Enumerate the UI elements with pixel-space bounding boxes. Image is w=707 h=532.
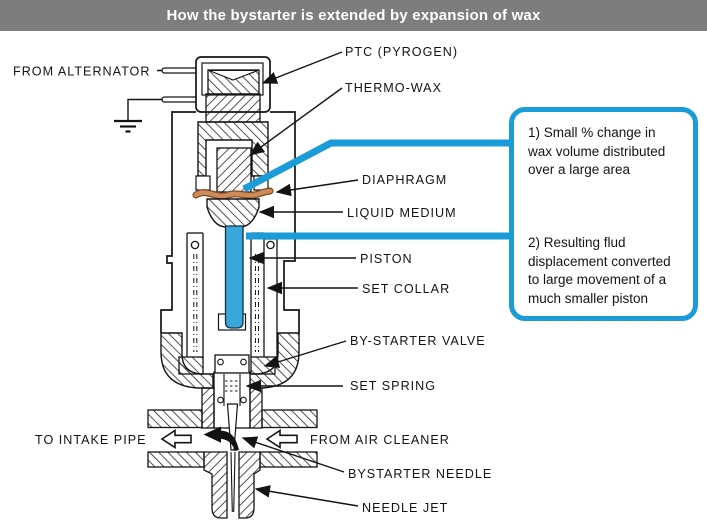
label-bystarter-needle: BYSTARTER NEEDLE [348, 467, 492, 481]
label-to-intake-pipe: TO INTAKE PIPE [35, 433, 147, 447]
ground-wire [127, 98, 162, 120]
label-needle-jet: NEEDLE JET [362, 501, 448, 515]
stem-guide-left [201, 387, 215, 429]
piston [224, 225, 244, 329]
device-body [114, 56, 318, 519]
stem-guide-right [249, 387, 263, 429]
note1-line: over a large area [528, 162, 631, 178]
label-liquid-medium: LIQUID MEDIUM [347, 206, 457, 220]
callout-box: 1) Small % change in wax volume distribu… [509, 107, 698, 321]
label-piston: PISTON [360, 252, 413, 266]
leader-ptc [261, 51, 343, 84]
wax-neck-block [205, 93, 261, 123]
title-bar: How the bystarter is extended by expansi… [0, 0, 707, 31]
diaphragm-membrane [193, 188, 273, 199]
connector-line-wax [242, 139, 511, 193]
diaphragm-clamp-left [195, 175, 211, 191]
callout-connectors [242, 139, 511, 240]
needle-jet-right [238, 451, 261, 519]
callout-note-1: 1) Small % change in wax volume distribu… [528, 124, 683, 180]
note2-line: displacement converted [528, 253, 671, 269]
ptc-top-notch [208, 69, 259, 81]
label-by-starter-valve: BY-STARTER VALVE [350, 334, 486, 348]
label-thermo-wax: THERMO-WAX [345, 81, 442, 95]
leader-diaphragm [275, 179, 359, 197]
label-set-spring: SET SPRING [350, 379, 436, 393]
needle-jet-left [203, 451, 228, 519]
label-set-collar: SET COLLAR [362, 282, 450, 296]
leader-thermo-wax [248, 87, 343, 156]
case-right-profile [270, 111, 300, 333]
note1-line: wax volume distributed [528, 143, 666, 159]
note1-line: 1) Small % change in [528, 125, 656, 140]
retainer-ball-right [266, 240, 275, 250]
label-from-alternator: FROM ALTERNATOR [13, 65, 150, 79]
labels: FROM ALTERNATOR PTC (PYROGEN) THERMO-WAX… [13, 45, 492, 515]
set-spring-assembly [217, 358, 247, 406]
jet-needle-tip [230, 451, 236, 513]
bell-housing-left [160, 332, 214, 389]
retainer-ball-left [190, 240, 200, 250]
passage-top-wall-right [261, 409, 318, 429]
leader-bystarter-needle [241, 436, 345, 473]
note2-line: 2) Resulting flud [528, 234, 626, 250]
label-ptc: PTC (PYROGEN) [345, 45, 458, 59]
leader-needle-jet [254, 485, 359, 507]
leader-lines [241, 51, 359, 507]
case-left-profile [160, 111, 196, 333]
label-from-air-cleaner: FROM AIR CLEANER [310, 433, 450, 447]
leader-by-starter-valve [263, 340, 347, 368]
ground-icon [114, 119, 142, 133]
note2-line: much smaller piston [528, 290, 649, 306]
flow-arrow-air-cleaner-icon [265, 429, 298, 449]
passage-bottom-wall-left [147, 451, 205, 468]
by-starter-valve-head [214, 354, 250, 374]
curved-flow-arrow-icon [203, 426, 239, 451]
liquid-medium-dome [206, 198, 260, 228]
callout-note-2: 2) Resulting flud displacement converted… [528, 234, 683, 309]
label-diaphragm: DIAPHRAGM [362, 173, 447, 187]
flow-arrow-intake-icon [160, 429, 192, 449]
passage-top-wall-left [147, 409, 203, 429]
page-title: How the bystarter is extended by expansi… [166, 7, 541, 24]
note2-line: to large movement of a [528, 272, 667, 288]
